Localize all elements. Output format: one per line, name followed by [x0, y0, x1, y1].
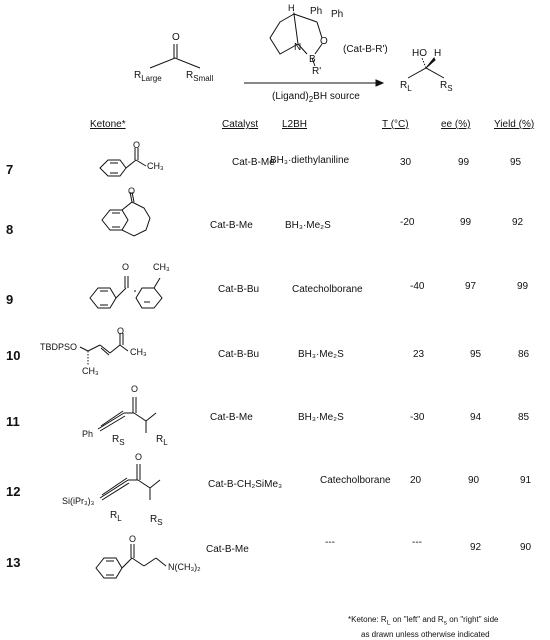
- product-r-s: RS: [440, 80, 453, 93]
- ketone-r-small: RSmall: [186, 70, 214, 83]
- catalyst-cell: Cat-B-Me: [210, 412, 253, 423]
- l2bh-cell: Catecholborane: [320, 475, 391, 486]
- product-h: H: [434, 48, 442, 59]
- ketone-10-structure: [79, 333, 129, 365]
- header-ee: ee (%): [441, 119, 471, 130]
- footnote: *Ketone: RL on "left" and Rs on "right" …: [348, 614, 548, 640]
- ketone-12-structure: [99, 464, 161, 501]
- product-r-l: RL: [400, 80, 412, 93]
- methyl-label: CH₃: [147, 161, 164, 171]
- carbonyl-oxygen: O: [128, 186, 136, 196]
- catalyst-cell: Cat-B-Bu: [218, 349, 260, 360]
- footnote-line-2: as drawn unless otherwise indicated: [361, 629, 490, 639]
- carbonyl-oxygen: O: [131, 384, 139, 394]
- ee-cell: 92: [470, 542, 482, 553]
- yield-cell: 85: [518, 412, 530, 423]
- catalyst-cell: Cat-B-Me: [206, 544, 249, 555]
- yield-cell: 91: [520, 475, 532, 486]
- catalyst-o: O: [320, 36, 328, 47]
- ketone-r-large: RLarge: [134, 70, 162, 83]
- catalyst-cell: Cat-B-CH₂SiMe₃: [208, 479, 283, 490]
- header-ketone: Ketone*: [90, 119, 126, 130]
- entry-number: 12: [6, 484, 21, 499]
- ee-cell: 94: [470, 412, 482, 423]
- temp-cell: ---: [412, 537, 422, 548]
- header-l2bh: L2BH: [282, 119, 308, 130]
- header-catalyst: Catalyst: [222, 119, 259, 130]
- yield-cell: 95: [510, 157, 522, 168]
- temp-cell: 20: [410, 475, 422, 486]
- yield-cell: 90: [520, 542, 532, 553]
- cbs-catalyst-structure: [269, 6, 323, 67]
- ketone-9-structure: [89, 276, 163, 309]
- r-small-label: RS: [150, 514, 163, 527]
- catalyst-h: H: [288, 3, 295, 13]
- ee-cell: 95: [470, 349, 482, 360]
- entry-number: 13: [6, 555, 21, 570]
- footnote-line-1: *Ketone: RL on "left" and Rs on "right" …: [348, 615, 499, 627]
- l2bh-cell: BH₃·Me₂S: [298, 412, 344, 423]
- catalyst-r-prime: R': [312, 66, 322, 77]
- temp-cell: -30: [410, 412, 425, 423]
- temp-cell: 30: [400, 157, 412, 168]
- reaction-scheme: O RLarge RSmall H Ph Ph N O B R' (Cat-B-…: [0, 0, 550, 108]
- r-large-label: RL: [110, 510, 122, 523]
- carbonyl-oxygen: O: [129, 534, 137, 544]
- r-large-label: RL: [156, 434, 168, 447]
- ketone-8-structure: [101, 191, 151, 237]
- entry-number: 7: [6, 162, 14, 177]
- catalyst-cell: Cat-B-Bu: [218, 284, 260, 295]
- ee-cell: 99: [460, 217, 472, 228]
- l2bh-cell: BH₃·Me₂S: [298, 349, 344, 360]
- ee-cell: 97: [465, 281, 477, 292]
- l2bh-cell: Catecholborane: [292, 284, 363, 295]
- catalyst-cell: Cat-B-Me: [232, 157, 275, 168]
- ee-cell: 90: [468, 475, 480, 486]
- yield-cell: 99: [517, 281, 529, 292]
- catalyst-b: B: [309, 54, 316, 65]
- entry-number: 10: [6, 348, 21, 363]
- catalyst-ph-1: Ph: [310, 6, 323, 17]
- yield-cell: 86: [518, 349, 530, 360]
- ketone-13-structure: [95, 544, 167, 579]
- catalyst-label: (Cat-B-R'): [343, 44, 388, 55]
- ee-cell: 99: [458, 157, 470, 168]
- temp-cell: -20: [400, 217, 415, 228]
- entry-number: 8: [6, 222, 14, 237]
- ketone-oxygen: O: [172, 32, 180, 43]
- phenyl-label: Ph: [82, 429, 94, 439]
- catalyst-n: N: [294, 42, 302, 53]
- header-temp: T (°C): [382, 119, 409, 130]
- reaction-arrow: [244, 79, 385, 87]
- l2bh-cell: BH₃·Me₂S: [285, 220, 331, 231]
- l2bh-cell: ---: [325, 537, 335, 548]
- ketone-structure: [149, 44, 201, 69]
- r-small-label: RS: [112, 434, 125, 447]
- l2bh-cell: BH₃·diethylaniline: [270, 155, 350, 166]
- header-yield: Yield (%): [494, 119, 535, 130]
- temp-cell: -40: [410, 281, 425, 292]
- product-ho: HO: [412, 48, 427, 59]
- ketone-11-structure: [97, 397, 157, 433]
- methyl-label: CH₃: [130, 347, 147, 357]
- tbdpso-label: TBDPSO: [40, 342, 78, 352]
- methyl-label: CH₃: [153, 262, 170, 272]
- carbonyl-oxygen: O: [133, 140, 141, 150]
- amine-label: N(CH₃)₂: [168, 562, 201, 572]
- borane-source-label: (Ligand)2BH source: [272, 91, 360, 104]
- product-alcohol-structure: [407, 57, 445, 79]
- catalyst-ph-2: Ph: [331, 9, 344, 20]
- carbonyl-oxygen: O: [117, 326, 125, 336]
- methyl-label: CH₃: [82, 366, 99, 376]
- catalyst-cell: Cat-B-Me: [210, 220, 253, 231]
- entry-number: 11: [6, 414, 20, 429]
- ketone-7-structure: [99, 148, 147, 177]
- entry-number: 9: [6, 292, 14, 307]
- yield-cell: 92: [512, 217, 524, 228]
- carbonyl-oxygen: O: [122, 262, 130, 272]
- silyl-label: Si(iPr₃)₃: [62, 496, 95, 506]
- temp-cell: 23: [413, 349, 425, 360]
- carbonyl-oxygen: O: [135, 452, 143, 462]
